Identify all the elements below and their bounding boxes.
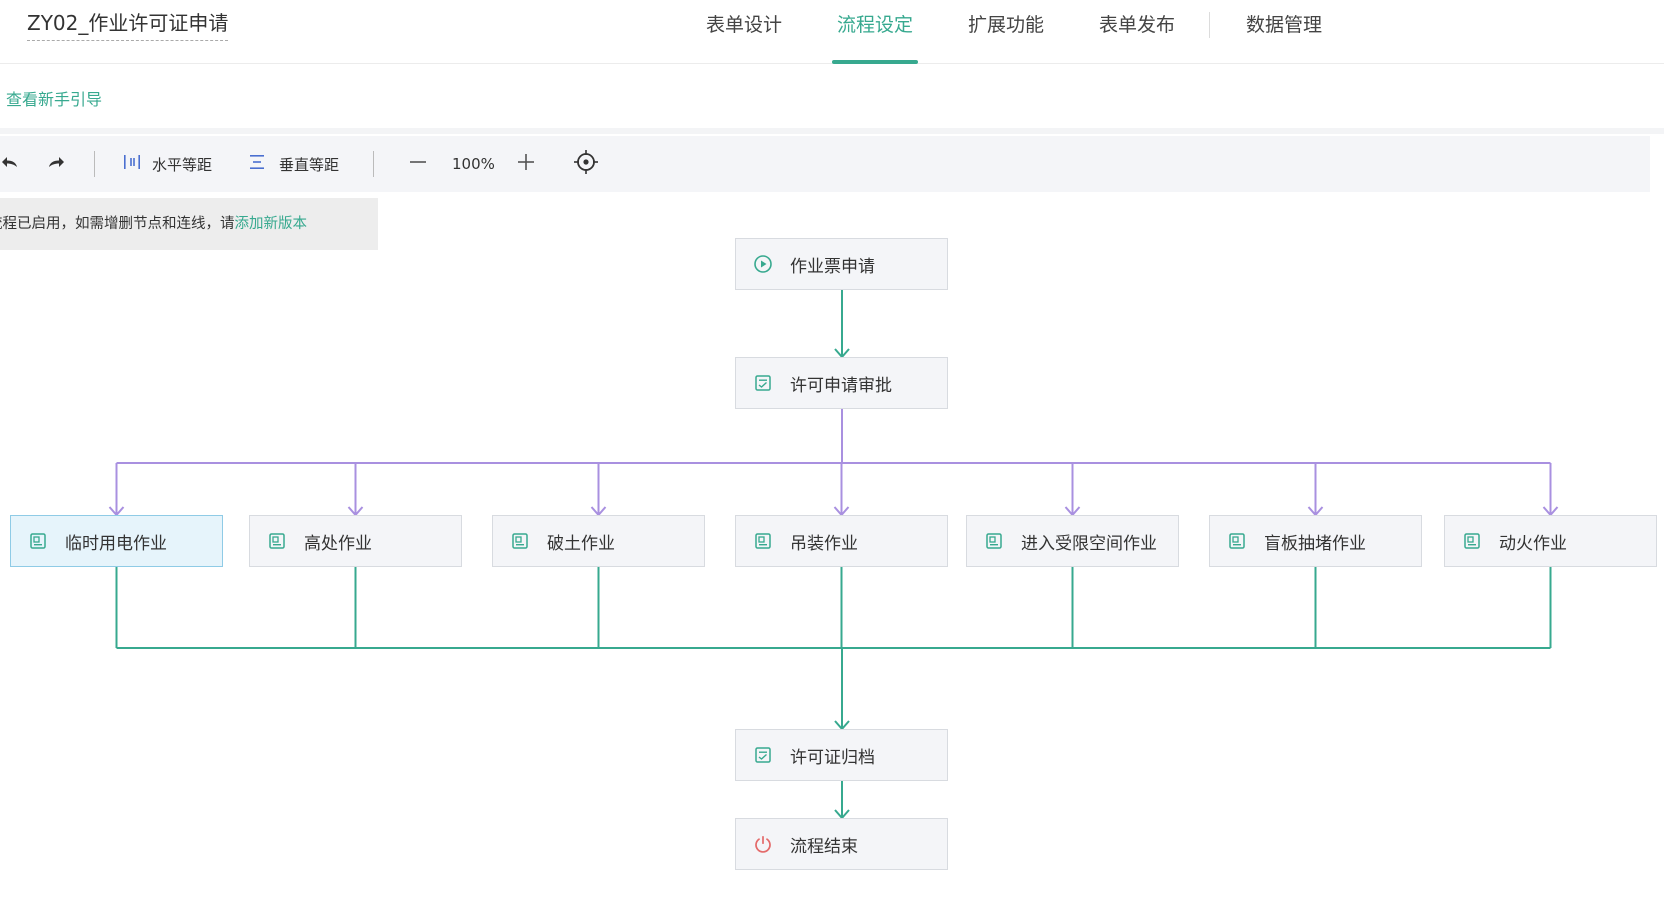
flow-node-hot-work[interactable]: 动火作业 — [1444, 515, 1657, 567]
plus-icon — [516, 152, 536, 176]
canvas-toolbar: 水平等距 垂直等距 100% — [0, 136, 1650, 192]
flow-node-label: 流程结束 — [790, 836, 858, 857]
flow-node-label: 许可申请审批 — [790, 375, 892, 396]
app-title[interactable]: ZY02_作业许可证申请 — [27, 10, 229, 41]
section-divider — [0, 128, 1664, 134]
notice-text: 流程已启用，如需增删节点和连线，请 — [0, 216, 235, 232]
locate-center-button[interactable] — [573, 136, 601, 192]
flow-node-confined-space[interactable]: 进入受限空间作业 — [966, 515, 1179, 567]
flow-node-label: 作业票申请 — [790, 256, 875, 277]
zoom-level: 100% — [452, 155, 495, 173]
flow-node-label: 吊装作业 — [790, 533, 858, 554]
toolbar-divider — [94, 151, 95, 177]
form-icon — [981, 531, 1007, 551]
undo-icon — [0, 152, 20, 176]
flow-enabled-notice: 流程已启用，如需增删节点和连线，请添加新版本 — [0, 198, 378, 250]
form-icon — [264, 531, 290, 551]
beginner-guide-link[interactable]: 查看新手引导 — [6, 90, 103, 109]
horizontal-spacing-label: 水平等距 — [152, 155, 213, 174]
flow-node-label: 进入受限空间作业 — [1021, 533, 1157, 554]
form-icon — [750, 373, 776, 393]
form-icon — [750, 531, 776, 551]
zoom-out-button[interactable] — [408, 136, 432, 192]
flow-node-approval[interactable]: 许可申请审批 — [735, 357, 948, 409]
minus-icon — [408, 152, 428, 176]
crosshair-icon — [573, 149, 599, 179]
flow-node-end[interactable]: 流程结束 — [735, 818, 948, 870]
flow-node-label: 高处作业 — [304, 533, 372, 554]
form-icon — [1459, 531, 1485, 551]
redo-button[interactable] — [46, 136, 68, 192]
redo-icon — [46, 152, 66, 176]
horizontal-spacing-icon — [122, 152, 142, 176]
flow-node-temp-electricity[interactable]: 临时用电作业 — [10, 515, 223, 567]
toolbar-divider — [373, 151, 374, 177]
flow-node-archive[interactable]: 许可证归档 — [735, 729, 948, 781]
flow-node-work-at-height[interactable]: 高处作业 — [249, 515, 462, 567]
flow-node-label: 破土作业 — [547, 533, 615, 554]
form-icon — [750, 745, 776, 765]
flow-node-label: 盲板抽堵作业 — [1264, 533, 1366, 554]
tab-form-design[interactable]: 表单设计 — [705, 14, 782, 36]
tab-data-management[interactable]: 数据管理 — [1245, 14, 1322, 36]
form-icon — [25, 531, 51, 551]
flow-node-label: 动火作业 — [1499, 533, 1567, 554]
form-icon — [1224, 531, 1250, 551]
horizontal-spacing-button[interactable]: 水平等距 — [122, 136, 212, 192]
add-new-version-link[interactable]: 添加新版本 — [234, 216, 308, 232]
flow-node-excavation[interactable]: 破土作业 — [492, 515, 705, 567]
flow-node-label: 临时用电作业 — [65, 533, 167, 554]
undo-button[interactable] — [0, 136, 22, 192]
vertical-spacing-button[interactable]: 垂直等距 — [247, 136, 339, 192]
tab-flow-settings[interactable]: 流程设定 — [832, 0, 918, 64]
tab-divider — [1209, 12, 1210, 38]
flow-node-lifting[interactable]: 吊装作业 — [735, 515, 948, 567]
tab-form-publish[interactable]: 表单发布 — [1098, 14, 1175, 36]
vertical-spacing-icon — [247, 152, 267, 176]
tab-extensions[interactable]: 扩展功能 — [967, 14, 1044, 36]
form-icon — [507, 531, 533, 551]
flow-node-blind-plate[interactable]: 盲板抽堵作业 — [1209, 515, 1422, 567]
vertical-spacing-label: 垂直等距 — [279, 155, 340, 174]
flow-node-start[interactable]: 作业票申请 — [735, 238, 948, 290]
flow-node-label: 许可证归档 — [790, 747, 875, 768]
power-icon — [750, 834, 776, 854]
play-circle-icon — [750, 254, 776, 274]
top-bar: ZY02_作业许可证申请 表单设计 流程设定 扩展功能 表单发布 数据管理 — [0, 0, 1664, 64]
zoom-in-button[interactable] — [516, 136, 540, 192]
